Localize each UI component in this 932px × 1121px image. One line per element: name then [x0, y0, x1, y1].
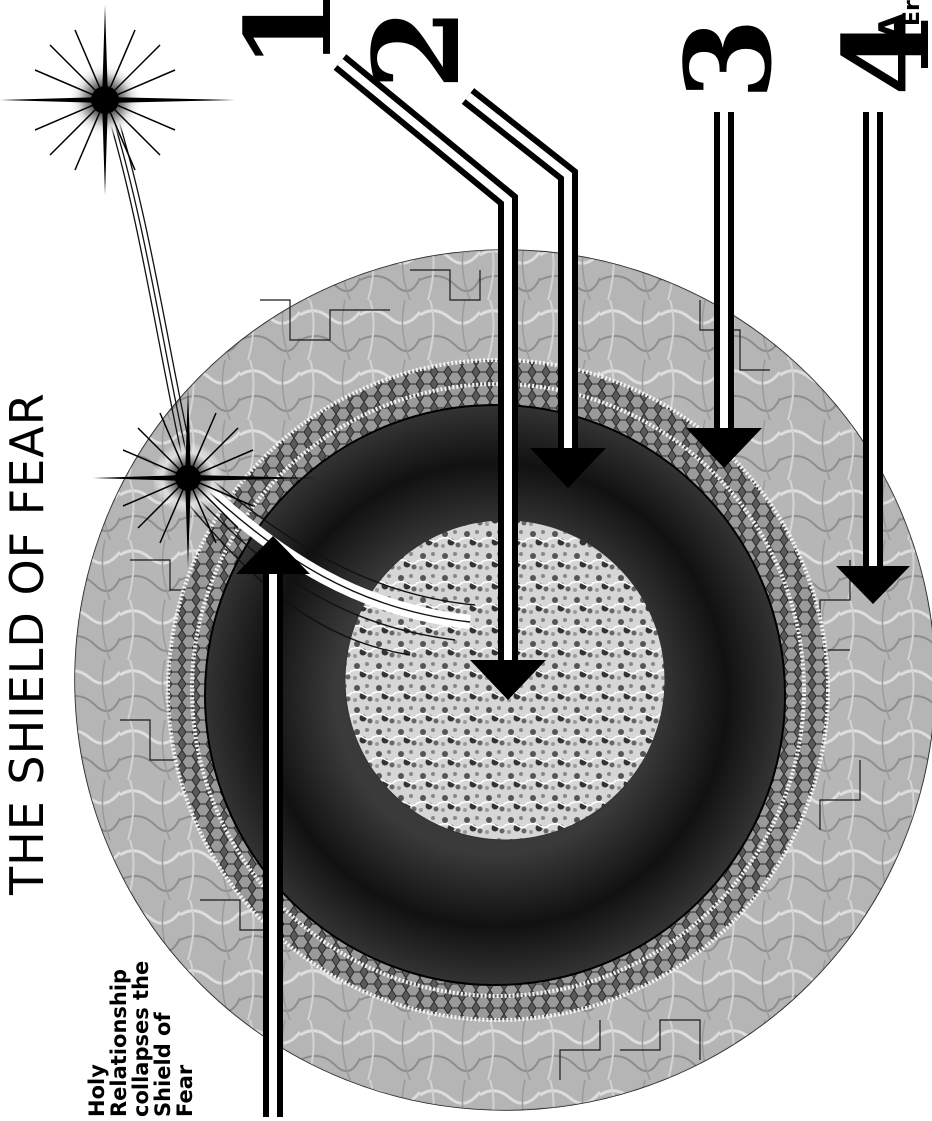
- caption-line: Relationship: [108, 961, 130, 1117]
- corner-text-second: Er: [900, 0, 925, 26]
- caption-holy-relationship: Holy Relationship collapses the Shield o…: [86, 961, 196, 1117]
- number-label-3: 3: [659, 18, 798, 100]
- number-label-2: 2: [347, 8, 486, 90]
- caption-line: Shield of: [152, 961, 174, 1117]
- caption-line: Holy: [86, 961, 108, 1117]
- page-title: THE SHIELD OF FEAR: [0, 392, 54, 895]
- caption-line: collapses the: [130, 961, 152, 1117]
- number-label-1: 1: [219, 0, 358, 70]
- caption-line: Fear: [174, 961, 196, 1117]
- star-icon: [0, 5, 235, 195]
